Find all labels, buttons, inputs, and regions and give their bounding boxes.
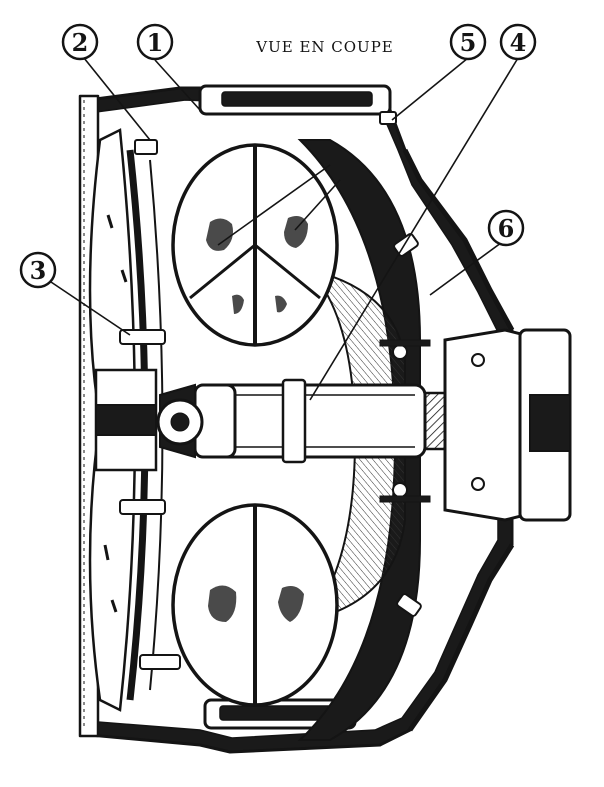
svg-text:4: 4 bbox=[510, 28, 527, 57]
callout-6: 6 bbox=[487, 209, 525, 247]
svg-text:6: 6 bbox=[498, 214, 515, 243]
callout-4: 4 bbox=[499, 23, 537, 61]
fluid-coupling-torus bbox=[171, 139, 421, 741]
svg-text:5: 5 bbox=[460, 28, 477, 57]
svg-text:3: 3 bbox=[30, 256, 47, 285]
callout-5: 5 bbox=[449, 23, 487, 61]
left-hub bbox=[94, 329, 204, 670]
output-hub bbox=[379, 328, 572, 522]
svg-text:1: 1 bbox=[147, 28, 164, 57]
svg-text:2: 2 bbox=[72, 28, 89, 57]
diagram-title: VUE EN COUPE bbox=[255, 38, 394, 56]
callout-1: 1 bbox=[136, 23, 174, 61]
callout-2: 2 bbox=[61, 23, 99, 61]
callout-3: 3 bbox=[19, 251, 57, 289]
leader-lines bbox=[47, 57, 519, 401]
